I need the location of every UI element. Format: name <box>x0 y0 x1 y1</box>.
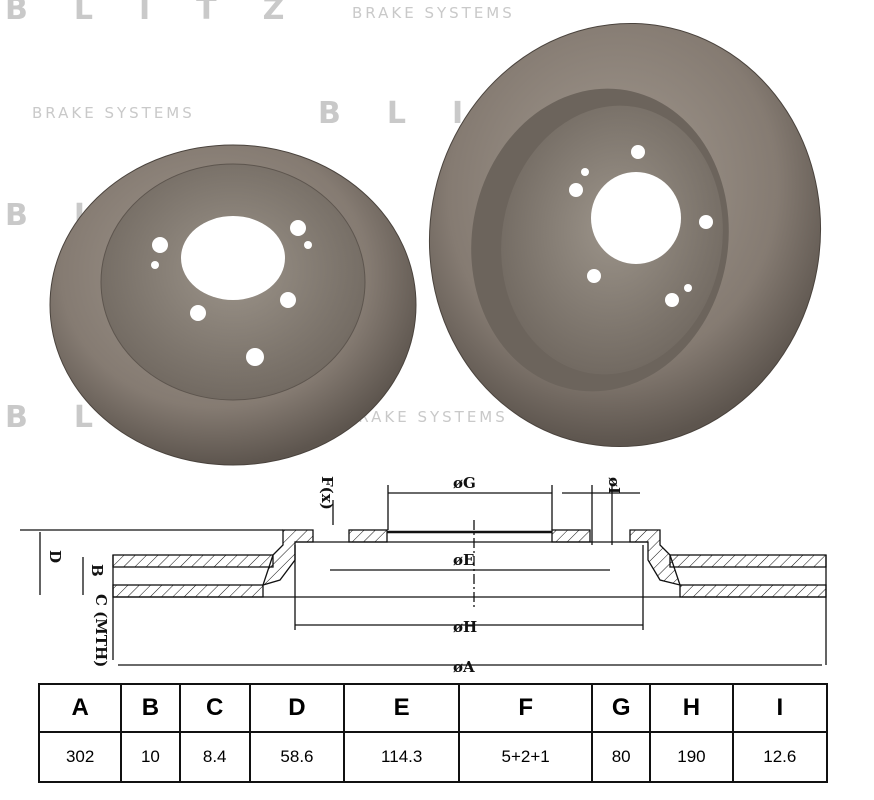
table-header-row: A B C D E F G H I <box>37 683 829 733</box>
watermark-tagline: BRAKE SYSTEMS <box>352 4 515 22</box>
header-cell: G <box>591 683 652 733</box>
watermark-tagline: BRAKE SYSTEMS <box>32 104 195 122</box>
value-cell: 302 <box>37 731 123 783</box>
header-cell: I <box>731 683 829 733</box>
label-a: øA <box>453 658 475 676</box>
header-cell: H <box>649 683 734 733</box>
value-cell: 5+2+1 <box>458 731 594 783</box>
watermark-tagline: BRAKE SYSTEMS <box>345 408 508 426</box>
value-cell: 12.6 <box>731 731 829 783</box>
header-cell: A <box>37 683 123 733</box>
label-g: øG <box>453 474 476 492</box>
header-cell: C <box>178 683 251 733</box>
cross-section-drawing <box>20 485 827 666</box>
value-cell: 10 <box>120 731 181 783</box>
header-cell: D <box>248 683 346 733</box>
header-cell: B <box>120 683 181 733</box>
value-cell: 80 <box>591 731 652 783</box>
value-cell: 114.3 <box>343 731 461 783</box>
value-cell: 8.4 <box>178 731 251 783</box>
label-c: C (MTH) <box>92 594 110 667</box>
label-d: D <box>46 550 64 563</box>
value-cell: 190 <box>649 731 734 783</box>
spec-table: A B C D E F G H I 302 10 8.4 58.6 114.3 … <box>37 683 829 783</box>
label-e: øE <box>453 551 474 569</box>
brake-disc-rear-view <box>428 22 822 448</box>
label-b: B <box>88 564 106 577</box>
table-row: 302 10 8.4 58.6 114.3 5+2+1 80 190 12.6 <box>37 731 829 783</box>
watermark-brand: BLITZ <box>5 0 331 27</box>
label-i: øI <box>605 477 623 494</box>
header-cell: F <box>458 683 594 733</box>
header-cell: E <box>343 683 461 733</box>
brake-disc-front-view <box>49 144 417 466</box>
value-cell: 58.6 <box>248 731 346 783</box>
label-f: F(x) <box>318 476 336 510</box>
label-h: øH <box>453 618 477 636</box>
